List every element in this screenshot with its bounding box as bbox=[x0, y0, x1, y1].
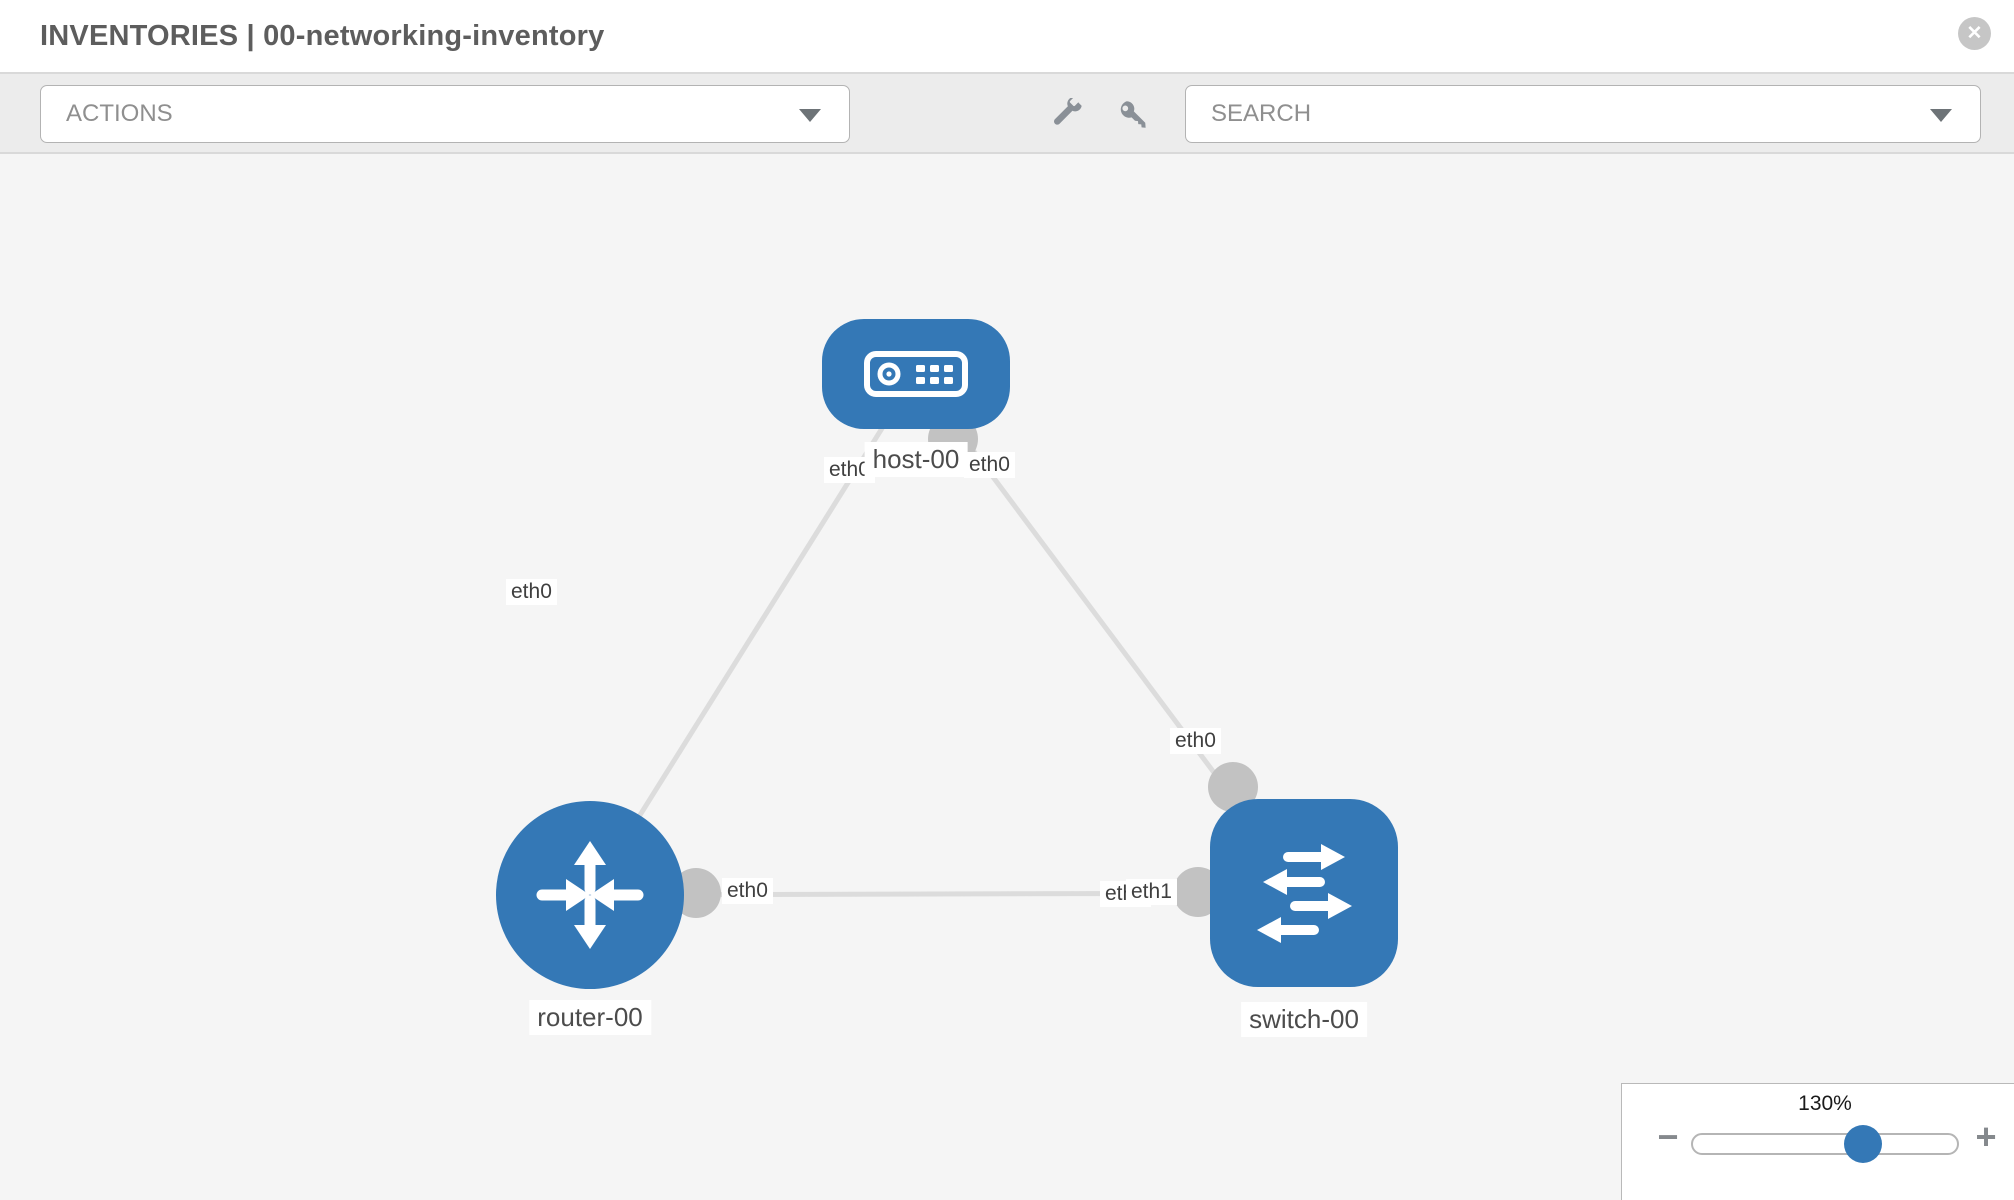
zoom-in-button[interactable]: + bbox=[1966, 1117, 2006, 1157]
actions-dropdown-label: ACTIONS bbox=[66, 100, 173, 127]
node-switch-00[interactable] bbox=[1210, 799, 1398, 987]
interface-label: eth0 bbox=[964, 452, 1015, 479]
actions-dropdown[interactable]: ACTIONS bbox=[40, 85, 850, 143]
zoom-out-button[interactable]: − bbox=[1648, 1117, 1688, 1157]
zoom-slider-track[interactable] bbox=[1691, 1133, 1959, 1155]
wrench-icon bbox=[1054, 98, 1082, 125]
page-title: INVENTORIES | 00-networking-inventory bbox=[40, 19, 605, 52]
topology-canvas[interactable]: eth0 eth0 eth0 eth0 eth0 eth0 eth1 host-… bbox=[0, 156, 2014, 1200]
zoom-control-panel: 130% − + bbox=[1621, 1083, 2014, 1200]
interface-label: eth1 bbox=[1126, 879, 1177, 906]
configure-button[interactable] bbox=[1044, 94, 1088, 138]
node-label-switch: switch-00 bbox=[1241, 1002, 1367, 1038]
interface-label: eth0 bbox=[1170, 728, 1221, 755]
node-host-00[interactable] bbox=[822, 319, 1010, 429]
zoom-level-value: 130% bbox=[1798, 1092, 1852, 1115]
credentials-button[interactable] bbox=[1112, 94, 1156, 138]
endpoint-router-eth0 bbox=[671, 868, 721, 918]
chevron-down-icon bbox=[799, 109, 821, 122]
close-button[interactable]: ✕ bbox=[1958, 17, 1991, 50]
plus-icon: + bbox=[1975, 1116, 1997, 1157]
topology-links-layer bbox=[587, 372, 1307, 918]
host-icon bbox=[864, 351, 968, 397]
chevron-down-icon bbox=[1930, 109, 1952, 122]
header: INVENTORIES | 00-networking-inventory ✕ bbox=[0, 0, 2014, 74]
toolbar: ACTIONS SEARCH bbox=[0, 74, 2014, 154]
node-label-host: host-00 bbox=[864, 442, 968, 478]
close-icon: ✕ bbox=[1966, 23, 1983, 44]
search-dropdown-label: SEARCH bbox=[1211, 100, 1312, 127]
search-dropdown[interactable]: SEARCH bbox=[1185, 85, 1981, 143]
minus-icon: − bbox=[1657, 1116, 1679, 1157]
node-label-router: router-00 bbox=[529, 1000, 651, 1036]
interface-label: eth0 bbox=[722, 878, 773, 905]
interface-label: eth0 bbox=[506, 579, 557, 606]
router-icon bbox=[536, 841, 644, 949]
node-router-00[interactable] bbox=[496, 801, 684, 989]
key-icon bbox=[1120, 101, 1146, 128]
switch-icon bbox=[1257, 844, 1352, 943]
zoom-slider-thumb[interactable] bbox=[1844, 1125, 1882, 1163]
